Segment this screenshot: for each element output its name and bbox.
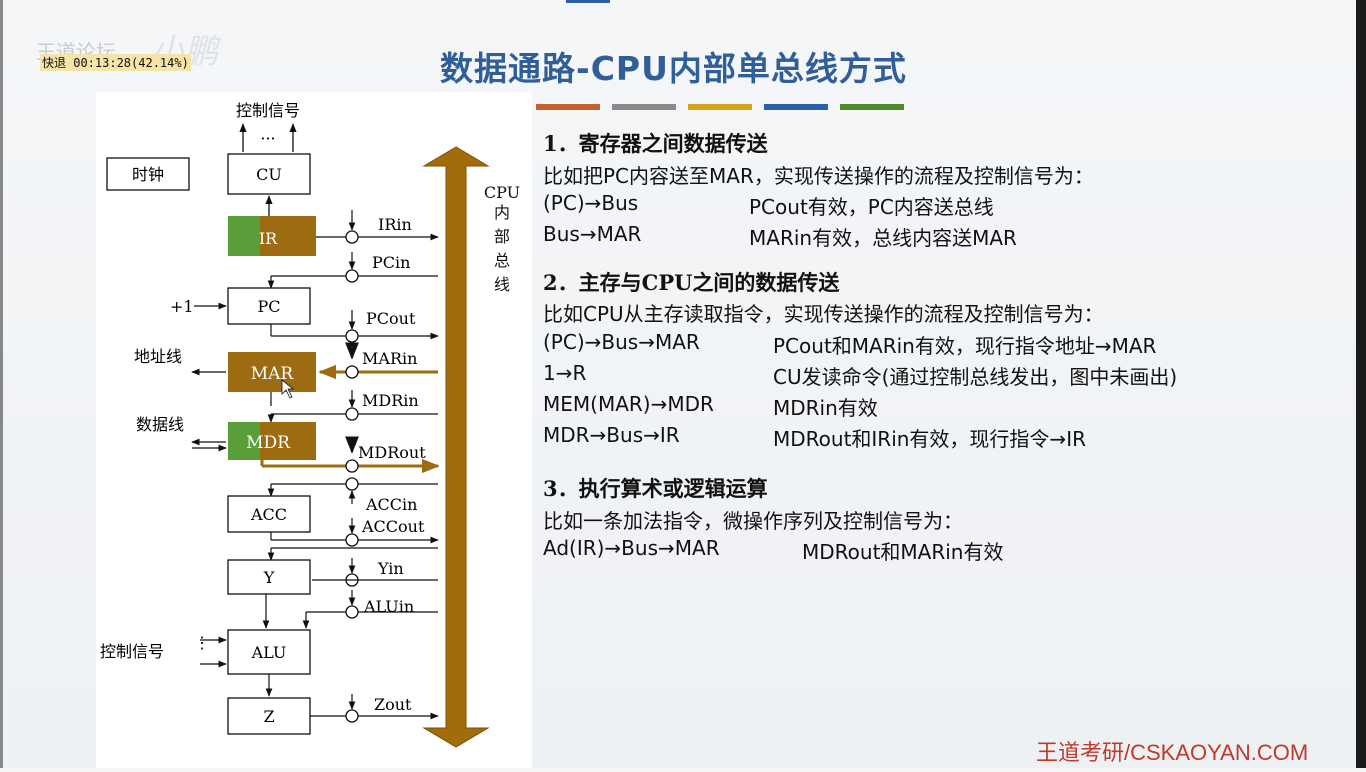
alu-control-signal-label: 控制信号 [100, 642, 164, 661]
signal-mdrout: MDRout [358, 443, 426, 462]
section-2-signal: MDRin有效 [773, 396, 878, 420]
footer-brand: 王道考研/CSKAOYAN.COM [1036, 740, 1309, 765]
section-1-desc: 比如把PC内容送至MAR，实现传送操作的流程及控制信号为： [543, 164, 1094, 188]
section-2-signal: PCout和MARin有效，现行指令地址→MAR [773, 334, 1157, 358]
acc-label: ACC [250, 505, 287, 524]
bus-label-char: 线 [494, 275, 510, 294]
section-3-op: Ad(IR)→Bus→MAR [543, 536, 720, 560]
z-label: Z [263, 707, 274, 726]
signal-pcin: PCin [372, 253, 410, 272]
alu-label: ALU [251, 643, 287, 662]
cu-box [227, 153, 311, 195]
player-status: 快退 00:13:28(42.14%) [40, 54, 191, 71]
left-edge [0, 0, 3, 768]
signal-irin: IRin [378, 215, 412, 234]
signal-yin: Yin [377, 559, 404, 578]
color-bar [764, 104, 828, 110]
mar-box [228, 352, 316, 392]
alu-ellipsis: ⋮ [194, 633, 210, 652]
mdr-label: MDR [246, 433, 291, 453]
signal-pcout: PCout [366, 309, 416, 328]
y-label: Y [263, 568, 275, 587]
top-notch [566, 0, 610, 3]
plus-one-label: +1 [170, 297, 194, 316]
signal-mdrin: MDRin [362, 391, 419, 410]
y-box [227, 559, 311, 595]
section-1-signal: PCout有效，PC内容送总线 [749, 195, 994, 219]
cu-label: CU [256, 165, 282, 184]
signal-aluin: ALUin [363, 597, 414, 616]
ir-box [260, 216, 316, 256]
data-line-label: 数据线 [136, 415, 184, 434]
section-1-op: Bus→MAR [543, 222, 642, 246]
datapath-diagram: CPU 内 部 总 线 控制信号 ··· 时钟 CU IR IRin PCin … [96, 92, 532, 768]
z-box [227, 697, 311, 735]
section-2-signal: MDRout和IRin有效，现行指令→IR [773, 427, 1086, 451]
ir-label: IR [259, 229, 278, 248]
section-2-op: (PC)→Bus→MAR [543, 330, 700, 354]
color-bar [688, 104, 752, 110]
internal-bus [422, 146, 490, 748]
alu-box [227, 629, 311, 675]
mar-label: MAR [251, 364, 295, 384]
ir-box-green [228, 216, 260, 256]
bus-label-char: 部 [494, 227, 510, 246]
top-control-signal-label: 控制信号 [236, 101, 300, 120]
section-2-op: MEM(MAR)→MDR [543, 392, 714, 416]
bus-label-char: CPU [484, 183, 520, 202]
section-2-heading: 2．主存与CPU之间的数据传送 [543, 270, 840, 295]
right-edge [1356, 0, 1366, 768]
section-3-signal: MDRout和MARin有效 [802, 540, 1004, 564]
datapath-svg: CPU 内 部 总 线 控制信号 ··· 时钟 CU IR IRin PCin … [100, 101, 520, 748]
address-line-label: 地址线 [134, 347, 182, 366]
clock-box [106, 157, 190, 191]
section-1-heading: 1．寄存器之间数据传送 [543, 131, 768, 156]
signal-accout: ACCout [361, 517, 425, 536]
section-3-heading: 3．执行算术或逻辑运算 [543, 476, 768, 501]
section-1-signal: MARin有效，总线内容送MAR [749, 226, 1017, 250]
section-2-desc: 比如CPU从主存读取指令，实现传送操作的流程及控制信号为： [543, 302, 1104, 326]
pc-label: PC [257, 297, 280, 316]
section-2-op: 1→R [543, 361, 587, 385]
slide-title: 数据通路-CPU内部单总线方式 [440, 49, 907, 88]
section-3-desc: 比如一条加法指令，微操作序列及控制信号为： [543, 509, 963, 533]
pc-box [227, 287, 311, 325]
bus-label: CPU 内 部 总 线 [484, 183, 520, 294]
color-bar [536, 104, 600, 110]
section-2-op: MDR→Bus→IR [543, 423, 680, 447]
bus-label-char: 内 [494, 203, 510, 222]
mdr-box [260, 422, 316, 460]
color-bar [840, 104, 904, 110]
mdr-box-green [228, 422, 260, 460]
color-bar [612, 104, 676, 110]
color-bars [536, 104, 904, 110]
signal-marin: MARin [362, 349, 417, 368]
clock-label: 时钟 [132, 165, 164, 184]
top-ellipsis: ··· [260, 129, 275, 148]
section-1-op: (PC)→Bus [543, 191, 639, 215]
signal-zout: Zout [374, 695, 412, 714]
section-2-signal: CU发读命令(通过控制总线发出，图中未画出) [773, 365, 1178, 389]
acc-box [227, 495, 311, 533]
bus-label-char: 总 [494, 251, 510, 270]
signal-accin: ACCin [365, 495, 417, 514]
mouse-cursor-icon [281, 379, 295, 399]
